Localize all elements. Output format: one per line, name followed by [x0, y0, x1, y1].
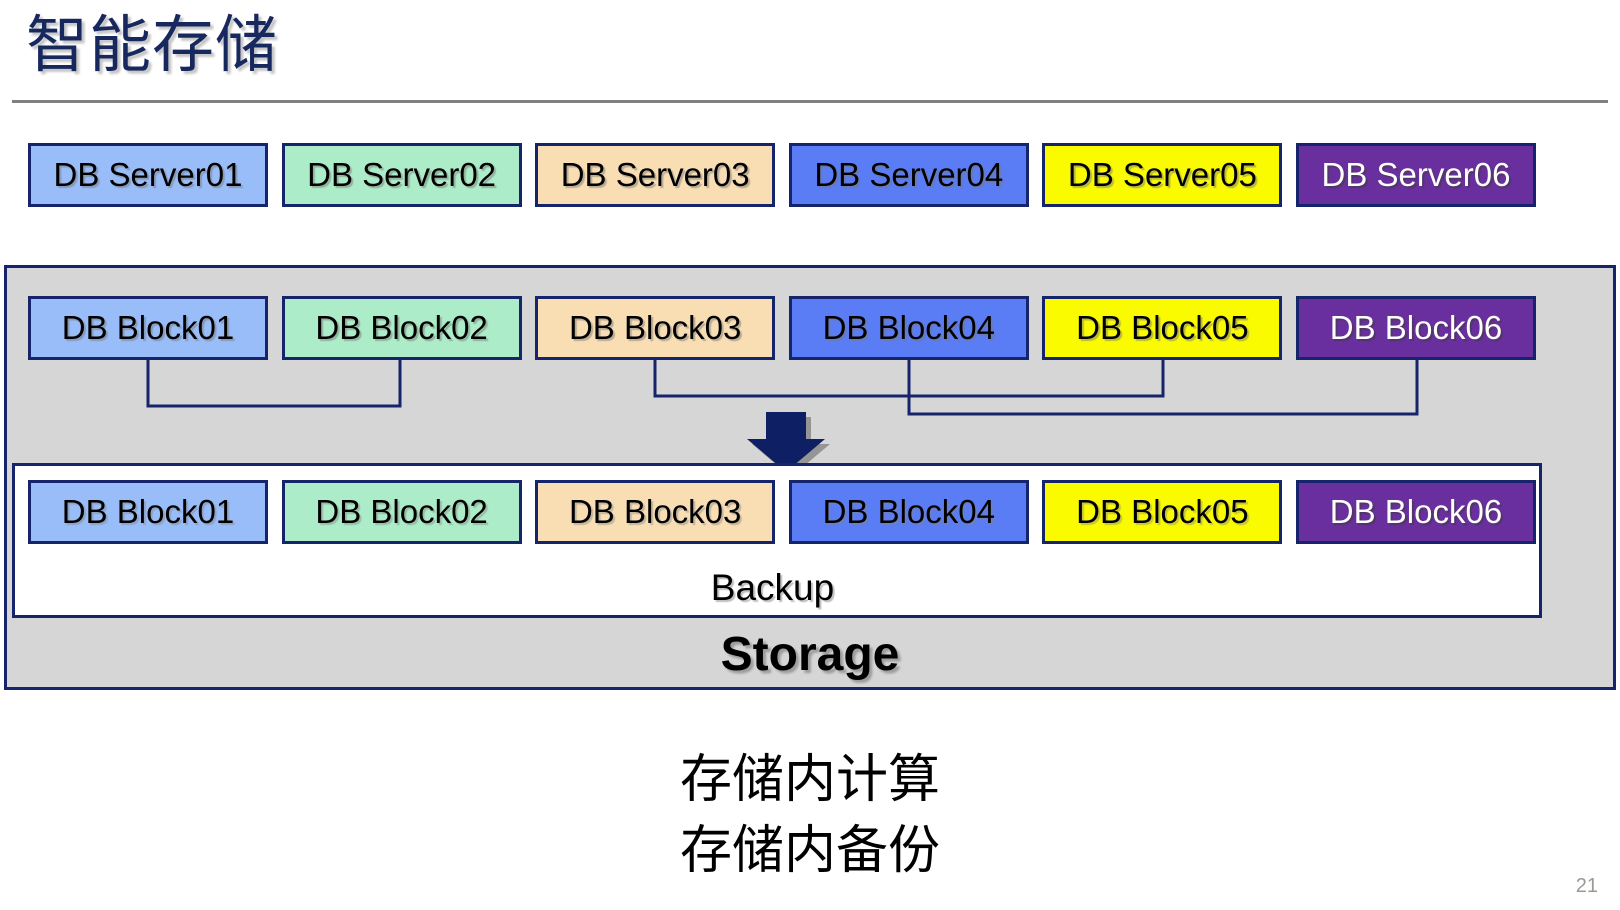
db-block-box-label: DB Block04	[822, 309, 995, 346]
db-server-box-1: DB Server01	[28, 143, 268, 207]
db-block-box-5: DB Block05	[1042, 296, 1283, 360]
backup-db-block-box-label: DB Block03	[568, 493, 742, 530]
db-server-box-6: DB Server06	[1296, 143, 1536, 207]
backup-db-block-box-label: DB Block06	[1329, 493, 1503, 530]
db-server-box-3: DB Server03	[535, 143, 776, 207]
db-server-box-5: DB Server05	[1042, 143, 1283, 207]
title-divider	[12, 100, 1608, 103]
backup-db-block-box-1: DB Block01	[28, 480, 268, 544]
backup-db-block-box-label: DB Block04	[822, 493, 995, 530]
db-server-box-label: DB Server03	[560, 156, 750, 193]
backup-db-block-box-4: DB Block04	[788, 480, 1029, 544]
db-block-box-label: DB Block06	[1329, 309, 1503, 346]
db-block-box-3: DB Block03	[535, 296, 776, 360]
db-block-box-label: DB Block01	[61, 309, 235, 346]
backup-db-block-box-3: DB Block03	[535, 480, 776, 544]
db-block-box-1: DB Block01	[28, 296, 268, 360]
backup-db-block-box-5: DB Block05	[1042, 480, 1283, 544]
page-title: 智能存储	[26, 11, 279, 80]
db-block-box-label: DB Block03	[568, 309, 742, 346]
db-server-box-label: DB Server02	[307, 156, 497, 193]
db-block-box-4: DB Block04	[788, 296, 1029, 360]
db-server-box-label: DB Server01	[53, 156, 243, 193]
db-block-box-label: DB Block02	[315, 309, 488, 346]
db-block-box-2: DB Block02	[281, 296, 522, 360]
db-server-box-2: DB Server02	[281, 143, 522, 207]
backup-db-block-box-label: DB Block01	[61, 493, 235, 530]
storage-label: Storage	[720, 628, 900, 681]
db-server-box-label: DB Server05	[1067, 156, 1257, 193]
db-block-box-6: DB Block06	[1296, 296, 1536, 360]
backup-db-block-box-label: DB Block05	[1076, 493, 1249, 530]
caption-in-storage-compute: 存储内计算	[679, 751, 940, 809]
db-block-box-label: DB Block05	[1076, 309, 1249, 346]
backup-label: Backup	[710, 567, 835, 608]
db-server-box-label: DB Server06	[1321, 156, 1511, 193]
backup-db-block-box-6: DB Block06	[1296, 480, 1536, 544]
backup-db-block-box-2: DB Block02	[281, 480, 522, 544]
backup-db-block-box-label: DB Block02	[315, 493, 488, 530]
caption-in-storage-backup: 存储内备份	[679, 822, 940, 880]
db-server-box-label: DB Server04	[814, 156, 1004, 193]
db-server-box-4: DB Server04	[788, 143, 1029, 207]
page-number: 21	[1575, 875, 1598, 897]
